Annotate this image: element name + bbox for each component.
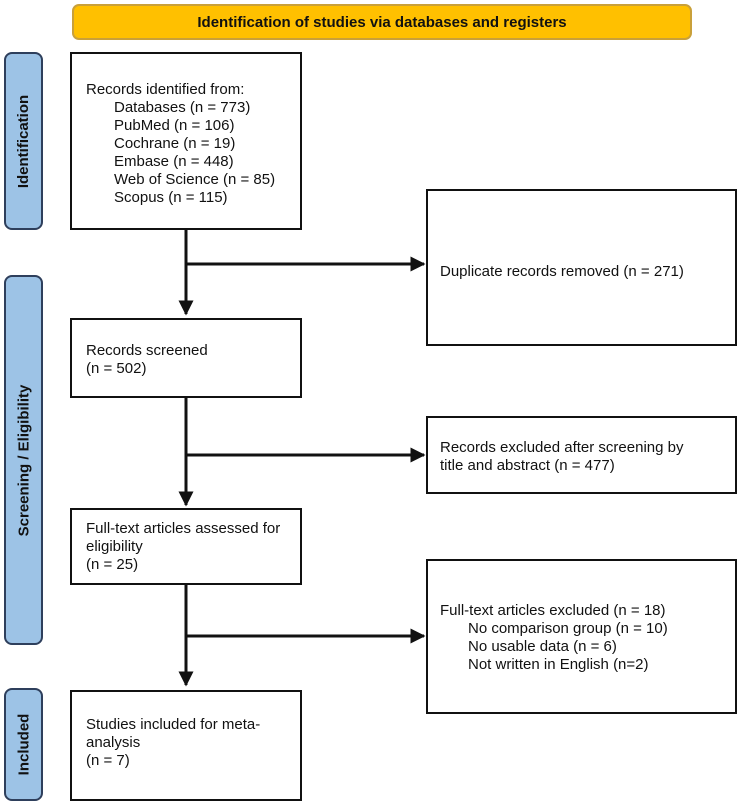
source-pubmed: PubMed (n = 106) xyxy=(114,117,235,134)
source-databases: Databases (n = 773) xyxy=(114,99,251,116)
records-identified-title: Records identified from: xyxy=(86,81,245,98)
source-cochrane: Cochrane (n = 19) xyxy=(114,135,236,152)
records-screened-label: Records screened xyxy=(86,342,208,359)
header-title: Identification of studies via databases … xyxy=(197,13,567,31)
fulltext-assessed-line1: Full-text articles assessed for xyxy=(86,520,281,537)
excluded-screening-line1: Records excluded after screening by xyxy=(440,439,684,456)
excluded-fulltext-box: Full-text articles excluded (n = 18) No … xyxy=(426,559,737,714)
fulltext-assessed-line2: eligibility xyxy=(86,538,143,555)
phase-included: Included xyxy=(4,688,43,801)
excluded-not-english: Not written in English (n=2) xyxy=(468,656,649,673)
excluded-no-usable-data: No usable data (n = 6) xyxy=(468,638,617,655)
phase-screening-label: Screening / Eligibility xyxy=(15,384,33,536)
studies-included-count: (n = 7) xyxy=(86,752,130,769)
source-web-of-science: Web of Science (n = 85) xyxy=(114,171,276,188)
phase-identification: Identification xyxy=(4,52,43,230)
excluded-no-comparison: No comparison group (n = 10) xyxy=(468,620,668,637)
duplicates-box: Duplicate records removed (n = 271) xyxy=(426,189,737,346)
excluded-screening-box: Records excluded after screening by titl… xyxy=(426,416,737,494)
phase-screening: Screening / Eligibility xyxy=(4,275,43,645)
studies-included-line1: Studies included for meta- xyxy=(86,716,261,733)
excluded-fulltext-title: Full-text articles excluded (n = 18) xyxy=(440,602,666,619)
phase-identification-label: Identification xyxy=(15,94,32,188)
duplicates-text: Duplicate records removed (n = 271) xyxy=(440,263,684,280)
source-scopus: Scopus (n = 115) xyxy=(114,189,228,206)
studies-included-line2: analysis xyxy=(86,734,141,751)
excluded-screening-line2: title and abstract (n = 477) xyxy=(440,457,615,474)
phase-included-label: Included xyxy=(15,713,33,776)
records-identified-box: Records identified from: Databases (n = … xyxy=(70,52,302,230)
studies-included-box: Studies included for meta- analysis (n =… xyxy=(70,690,302,801)
fulltext-assessed-box: Full-text articles assessed for eligibil… xyxy=(70,508,302,585)
header-banner: Identification of studies via databases … xyxy=(72,4,692,40)
source-embase: Embase (n = 448) xyxy=(114,153,234,170)
fulltext-assessed-count: (n = 25) xyxy=(86,556,139,573)
records-screened-count: (n = 502) xyxy=(86,360,147,377)
records-screened-box: Records screened (n = 502) xyxy=(70,318,302,398)
